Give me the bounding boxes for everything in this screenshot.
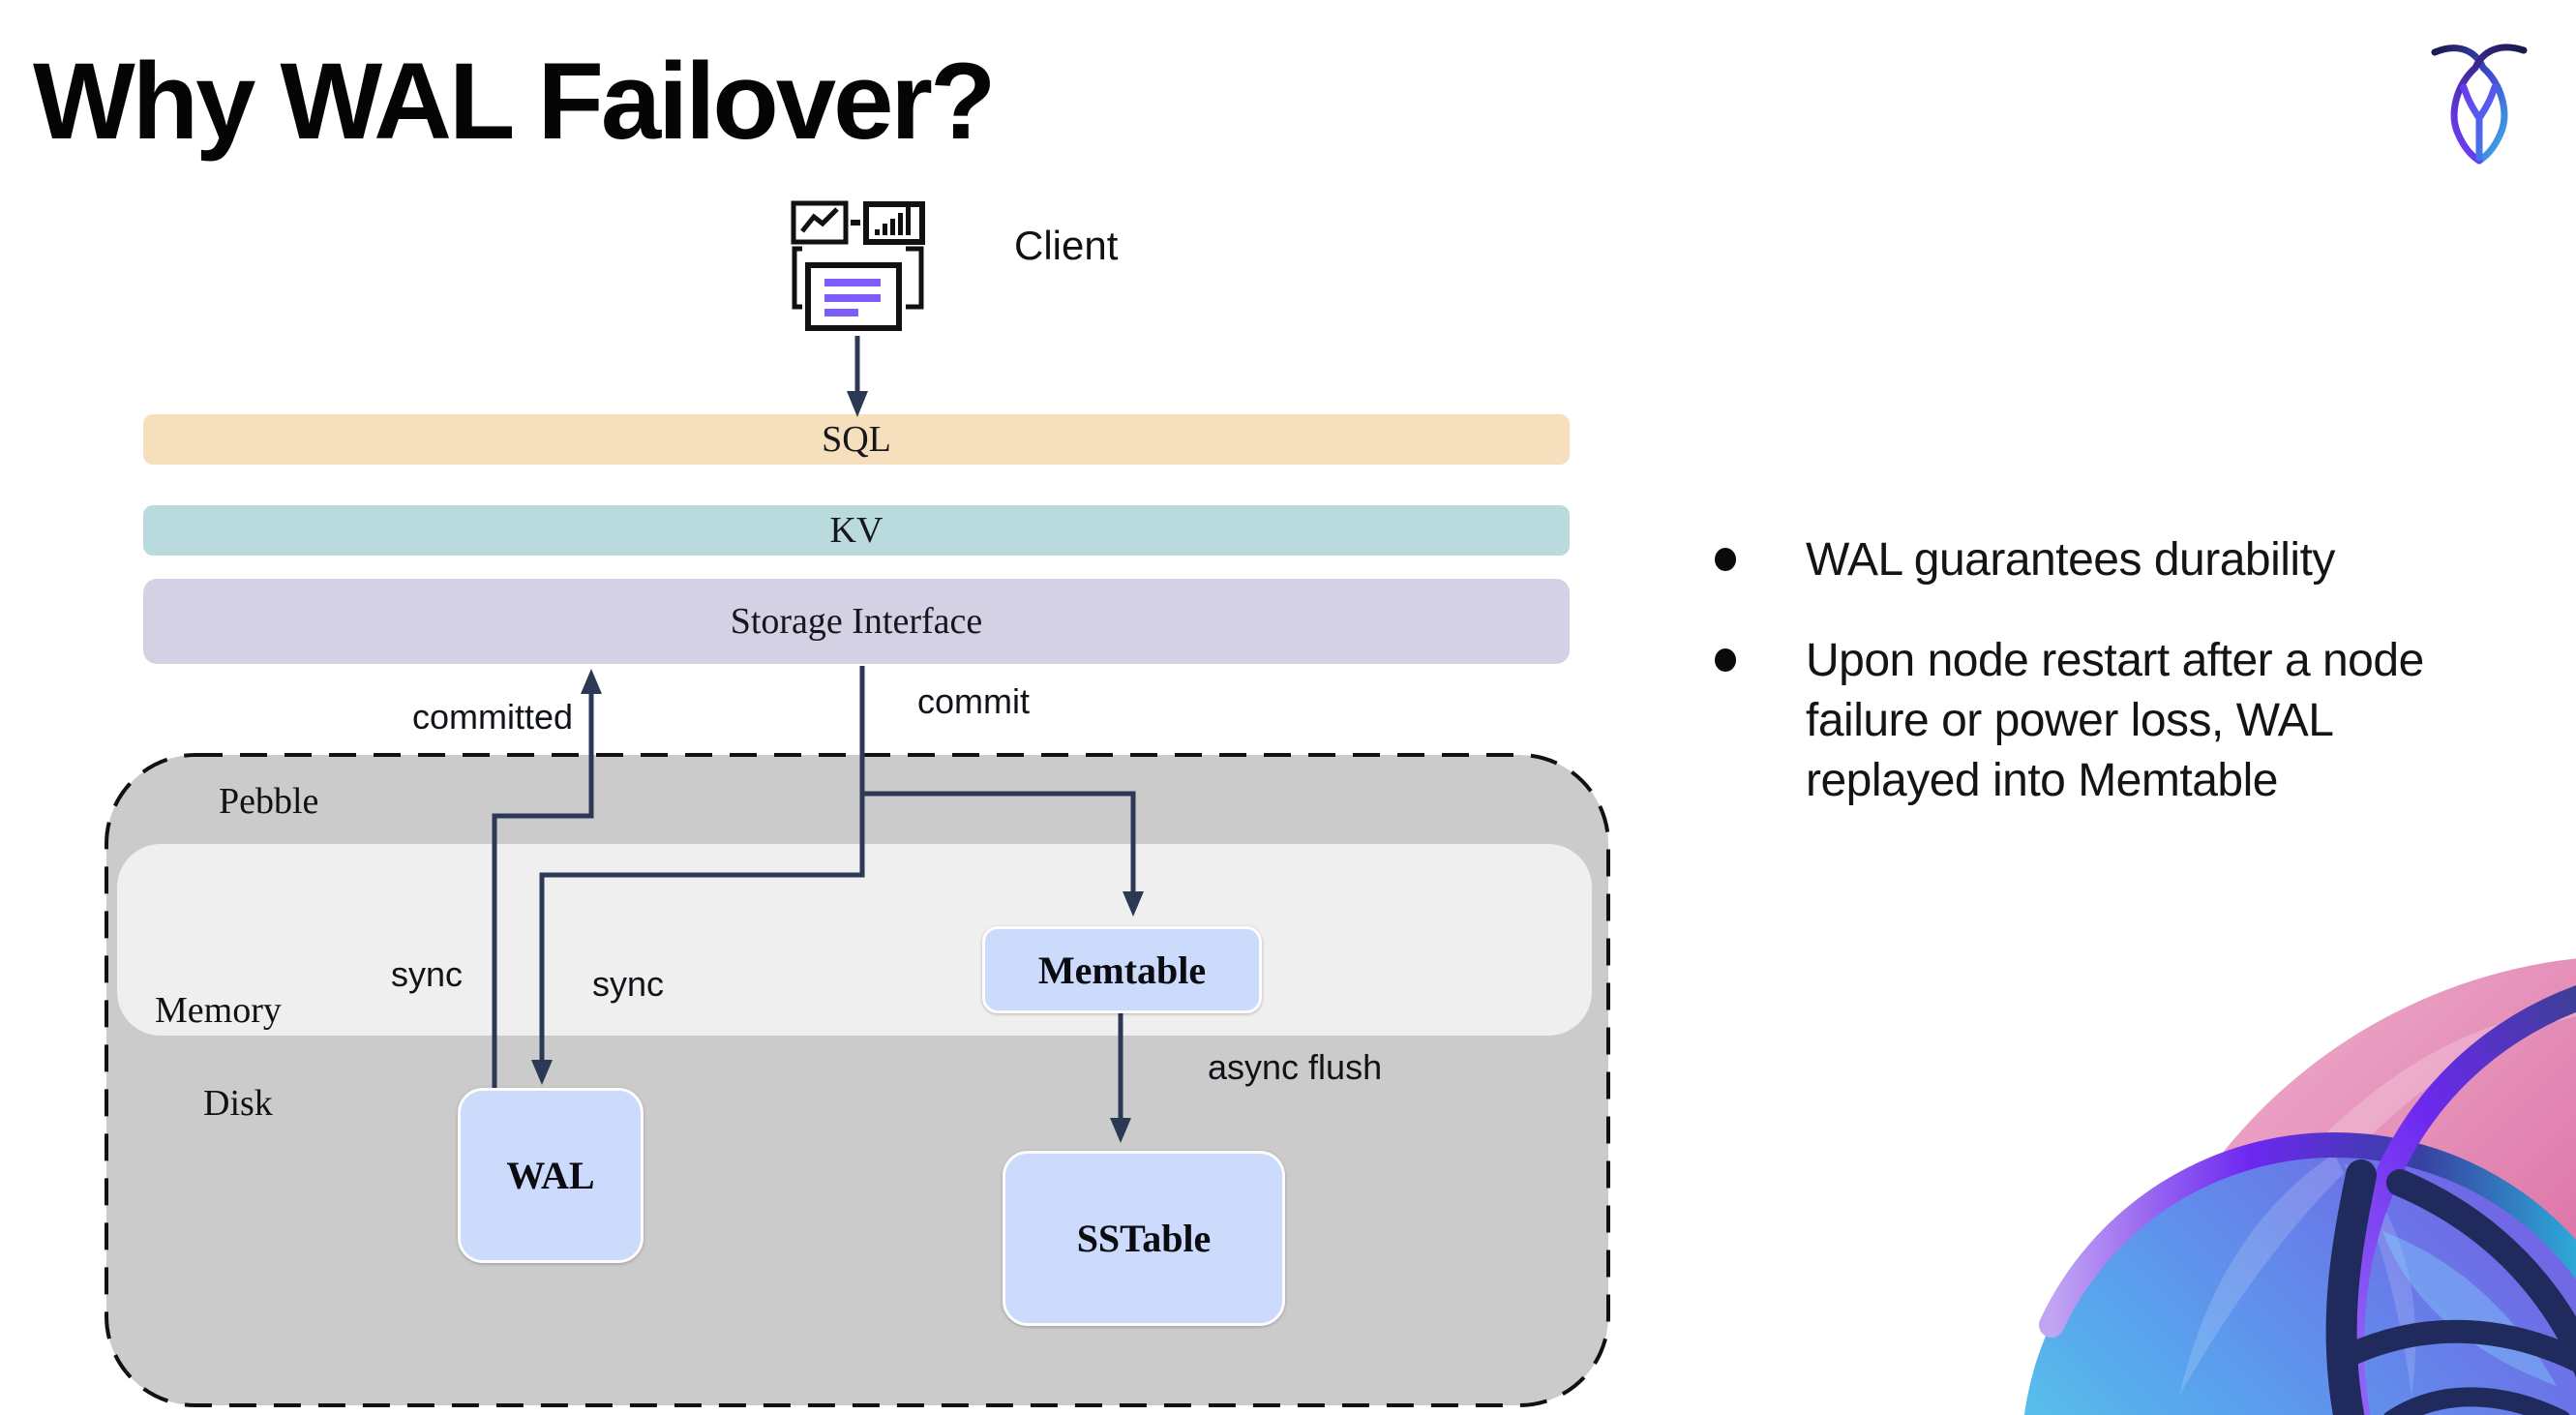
disk-label: Disk: [203, 1083, 273, 1124]
client-app-icon: [791, 200, 925, 331]
bullet-list: WAL guarantees durability Upon node rest…: [1715, 530, 2518, 852]
wal-node: WAL: [458, 1088, 644, 1263]
sql-layer-bar: SQL: [143, 414, 1570, 465]
brand-artwork-image: [2023, 958, 2576, 1415]
client-label: Client: [1014, 223, 1119, 268]
kv-layer-bar: KV: [143, 505, 1570, 556]
memory-label: Memory: [155, 990, 282, 1031]
storage-interface-label: Storage Interface: [730, 601, 983, 642]
bullet-text: Upon node restart after a node failure o…: [1806, 635, 2424, 806]
memory-zone: [117, 844, 1592, 1036]
bullet-item: WAL guarantees durability: [1715, 530, 2518, 590]
pebble-label: Pebble: [219, 781, 319, 822]
bullet-text: WAL guarantees durability: [1806, 534, 2335, 586]
storage-interface-layer-bar: Storage Interface: [143, 579, 1570, 664]
kv-layer-label: KV: [829, 510, 884, 551]
bullet-dot-icon: [1715, 648, 1736, 672]
sstable-node-label: SSTable: [1076, 1217, 1212, 1260]
commit-edge-label: commit: [917, 681, 1030, 721]
sql-layer-label: SQL: [822, 419, 891, 460]
memtable-node-label: Memtable: [1037, 948, 1207, 992]
async-flush-edge-label: async flush: [1208, 1047, 1383, 1087]
page-title: Why WAL Failover?: [33, 41, 996, 162]
sync-left-edge-label: sync: [391, 954, 464, 994]
bullet-item: Upon node restart after a node failure o…: [1715, 631, 2518, 811]
committed-edge-label: committed: [412, 697, 574, 737]
sync-right-edge-label: sync: [592, 964, 665, 1004]
bullet-dot-icon: [1715, 548, 1736, 571]
cockroachdb-logo-icon: [2431, 44, 2528, 165]
memtable-node: Memtable: [982, 926, 1262, 1013]
wal-node-label: WAL: [506, 1154, 595, 1197]
sstable-node: SSTable: [1003, 1151, 1285, 1326]
